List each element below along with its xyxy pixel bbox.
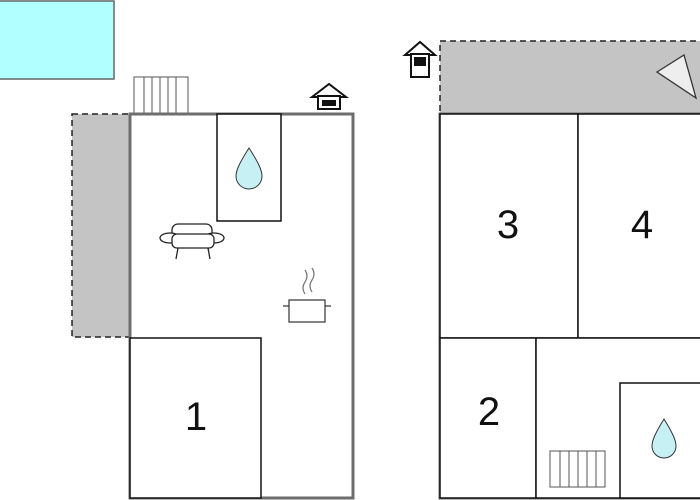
room-2 [439,337,537,499]
water-drop-icon [651,418,677,459]
room-3-label: 3 [497,203,519,247]
sun-lounger-icon [655,53,698,100]
house-entrance-icon [309,82,349,110]
house-entrance-icon [402,40,438,78]
water-drop-icon [235,147,263,190]
stairs-icon [549,450,606,488]
room-2-label: 2 [478,390,500,434]
terrace-left [71,113,131,338]
room-4-label: 4 [631,203,653,247]
room-4 [577,113,700,339]
pool [0,0,115,80]
room-1-label: 1 [185,395,207,439]
kitchen-pot-icon [283,267,331,323]
room-1 [129,337,262,499]
sofa-icon [159,223,225,260]
stairs-icon [133,76,189,114]
room-3 [439,113,579,339]
balcony-right [439,40,700,115]
